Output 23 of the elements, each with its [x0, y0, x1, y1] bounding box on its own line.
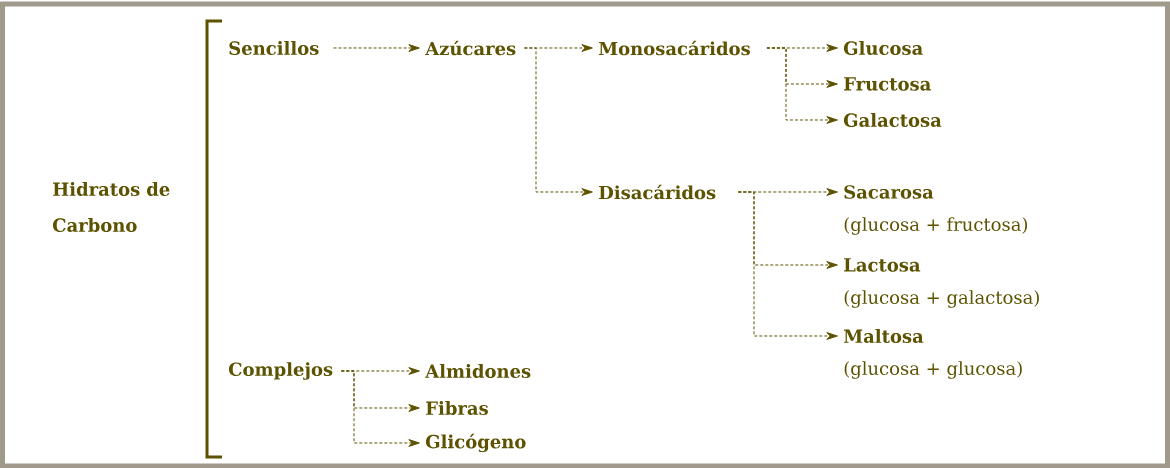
composition-note: (glucosa + glucosa) — [844, 361, 1022, 379]
arrow — [340, 370, 420, 447]
term-label: Galactosa — [843, 113, 942, 127]
arrow — [523, 47, 593, 196]
arrow — [737, 191, 838, 340]
term-label: Glucosa — [843, 41, 923, 55]
term-label: Azúcares — [425, 40, 516, 56]
composition-note: (glucosa + galactosa) — [844, 290, 1039, 308]
term-label: Disacáridos — [599, 184, 716, 200]
heading: Hidratos de Carbono — [52, 182, 170, 232]
term-label: Monosacáridos — [598, 40, 750, 56]
term-label: Lactosa — [844, 258, 921, 272]
arrow — [333, 44, 420, 52]
term-label: Fibras — [426, 401, 488, 415]
term-label: Almidones — [425, 364, 531, 378]
arrow — [766, 47, 838, 124]
composition-note: (glucosa + fructosa) — [844, 217, 1028, 235]
term-label: Maltosa — [843, 329, 924, 343]
term-label: Complejos — [228, 362, 333, 380]
term-label: Glicógeno — [425, 433, 526, 453]
term-label: Sacarosa — [844, 185, 934, 199]
term-label: Fructosa — [844, 77, 931, 91]
term-label: Sencillos — [229, 41, 319, 55]
